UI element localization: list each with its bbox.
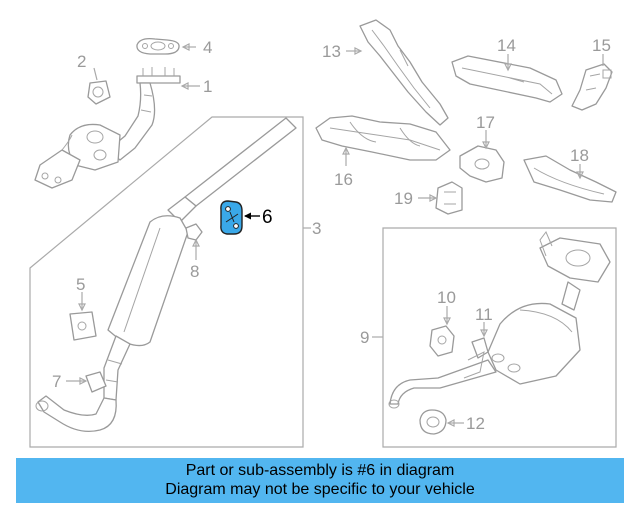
part-12-clamp: [419, 409, 447, 435]
callout-leaders: [66, 43, 604, 427]
manifold-converter: [34, 123, 121, 189]
part-18-heat-shield: [523, 155, 617, 203]
callout-4: 4: [203, 38, 212, 57]
group-9-rear-muffler: [388, 231, 611, 409]
part-19-mount: [435, 181, 463, 215]
callout-7: 7: [52, 372, 61, 391]
part-16-heat-shield: [315, 115, 451, 161]
callout-6: 6: [262, 207, 273, 228]
part-13-heat-shield: [359, 19, 449, 126]
callout-15: 15: [592, 36, 611, 55]
part-15-bracket: [571, 63, 613, 111]
arrow-6: [244, 212, 251, 220]
callout-11: 11: [475, 305, 493, 324]
callout-12: 12: [466, 414, 485, 433]
part-4-gasket: [136, 37, 180, 55]
part-6-hanger-highlight: [220, 200, 243, 235]
part-8-hanger: [185, 223, 203, 241]
callout-10: 10: [437, 288, 456, 307]
part-2-gasket: [87, 80, 111, 105]
callout-13: 13: [322, 42, 341, 61]
part-17-mount: [459, 145, 505, 183]
part-5-isolator: [69, 311, 97, 341]
part-10-isolator: [429, 325, 455, 357]
callout-9: 9: [360, 328, 369, 347]
part-14-heat-shield: [451, 55, 563, 103]
callout-16: 16: [334, 170, 353, 189]
callout-3: 3: [312, 219, 321, 238]
callout-2: 2: [77, 52, 86, 71]
callout-8: 8: [190, 262, 199, 281]
callout-19: 19: [394, 189, 413, 208]
callout-18: 18: [570, 146, 589, 165]
part-7-clamp: [85, 371, 107, 393]
callout-5: 5: [76, 275, 85, 294]
callout-14: 14: [497, 36, 516, 55]
callout-17: 17: [476, 113, 495, 132]
callout-1: 1: [203, 77, 212, 96]
group-frame-9: [382, 227, 617, 448]
caption-line-1: Part or sub-assembly is #6 in diagram: [185, 462, 455, 479]
exhaust-parts-diagram: 1 2 3 4 5 6 7 8 9 10 11 12 13 14 15 16 1…: [29, 19, 617, 448]
caption-line-2: Diagram may not be specific to your vehi…: [165, 481, 475, 498]
part-11-hanger: [463, 337, 489, 379]
group-frame-3: [29, 116, 304, 448]
group-3-muffler-pipe: [35, 117, 297, 433]
disclaimer-banner: Part or sub-assembly is #6 in diagram Di…: [16, 458, 624, 503]
